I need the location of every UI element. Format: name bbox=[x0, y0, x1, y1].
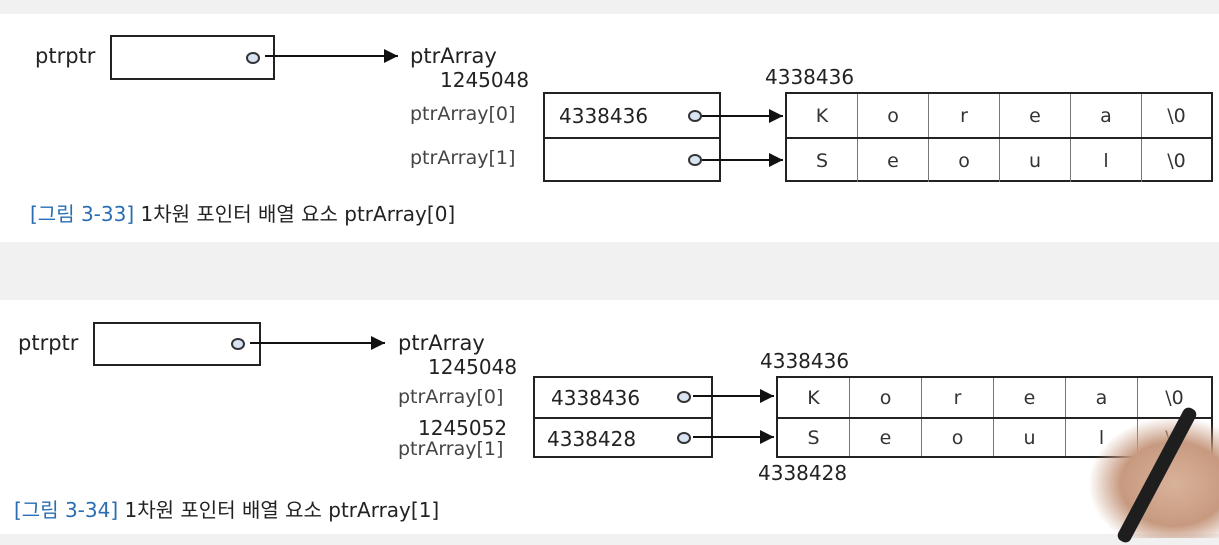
char-cell: K bbox=[778, 378, 850, 417]
ptrarray-divider bbox=[535, 417, 711, 419]
char-cell: o bbox=[858, 94, 929, 137]
ptrptr-label: ptrptr bbox=[18, 331, 79, 355]
char-cell: r bbox=[929, 94, 1000, 137]
ptrarray-divider bbox=[545, 137, 719, 139]
char-cell: a bbox=[1066, 378, 1138, 417]
caption-tag: [그림 3-34] bbox=[14, 498, 119, 522]
char-cell: \0 bbox=[1165, 386, 1184, 409]
char-cell: e bbox=[1000, 94, 1071, 137]
char-cell: e bbox=[850, 419, 922, 456]
char-cell: K bbox=[787, 94, 858, 137]
string-table: K o r e a \0 S e o u l \0 bbox=[785, 92, 1213, 182]
ptrptr-box bbox=[110, 35, 275, 80]
char-cell: l bbox=[1071, 139, 1142, 182]
char-cell: \0 bbox=[1167, 104, 1186, 127]
char-cell: S bbox=[778, 419, 850, 456]
base-address: 1245048 bbox=[440, 68, 530, 92]
ptrarray-label: ptrArray bbox=[398, 331, 485, 355]
row0-value: 4338436 bbox=[559, 104, 649, 128]
string-table-divider bbox=[778, 417, 1211, 419]
row0-value: 4338436 bbox=[551, 386, 641, 410]
char-cell: u bbox=[1000, 139, 1071, 182]
row1-label: ptrArray[1] bbox=[410, 147, 516, 169]
ptrarray-box: 4338436 4338428 bbox=[533, 376, 713, 458]
string-table-divider bbox=[787, 137, 1211, 139]
pointer-dot bbox=[231, 338, 245, 350]
base-address: 1245048 bbox=[428, 355, 518, 379]
row0-label: ptrArray[0] bbox=[398, 386, 504, 408]
char-cell: r bbox=[922, 378, 994, 417]
pointer-dot bbox=[677, 432, 691, 444]
row0-label: ptrArray[0] bbox=[410, 103, 516, 125]
char-cell: o bbox=[850, 378, 922, 417]
pointer-dot bbox=[688, 110, 702, 122]
pointer-dot bbox=[688, 154, 702, 166]
string2-address: 4338428 bbox=[758, 461, 848, 485]
figure-caption: [그림 3-34] 1차원 포인터 배열 요소 ptrArray[1] bbox=[14, 500, 439, 520]
char-cell: S bbox=[787, 139, 858, 182]
char-cell: \0 bbox=[1167, 149, 1186, 172]
ptrarray-box: 4338436 bbox=[543, 92, 721, 182]
char-cell: o bbox=[929, 139, 1000, 182]
string-address: 4338436 bbox=[765, 65, 855, 89]
caption-text: 1차원 포인터 배열 요소 ptrArray[0] bbox=[140, 202, 456, 226]
caption-tag: [그림 3-33] bbox=[30, 202, 135, 226]
ptrptr-label: ptrptr bbox=[35, 44, 96, 68]
caption-text: 1차원 포인터 배열 요소 ptrArray[1] bbox=[124, 498, 440, 522]
pointer-dot bbox=[677, 391, 691, 403]
string-address: 4338436 bbox=[760, 349, 850, 373]
char-cell: u bbox=[994, 419, 1066, 456]
row1-label: ptrArray[1] bbox=[398, 438, 504, 460]
second-address: 1245052 bbox=[418, 416, 508, 440]
pointer-dot bbox=[246, 52, 260, 64]
ptrptr-box bbox=[93, 322, 261, 366]
char-cell: e bbox=[994, 378, 1066, 417]
row1-value: 4338428 bbox=[547, 427, 637, 451]
figure-caption: [그림 3-33] 1차원 포인터 배열 요소 ptrArray[0] bbox=[30, 204, 455, 224]
char-cell: e bbox=[858, 139, 929, 182]
ptrarray-label: ptrArray bbox=[410, 44, 497, 68]
arrow-layer bbox=[250, 49, 783, 444]
char-cell: a bbox=[1071, 94, 1142, 137]
char-cell: o bbox=[922, 419, 994, 456]
